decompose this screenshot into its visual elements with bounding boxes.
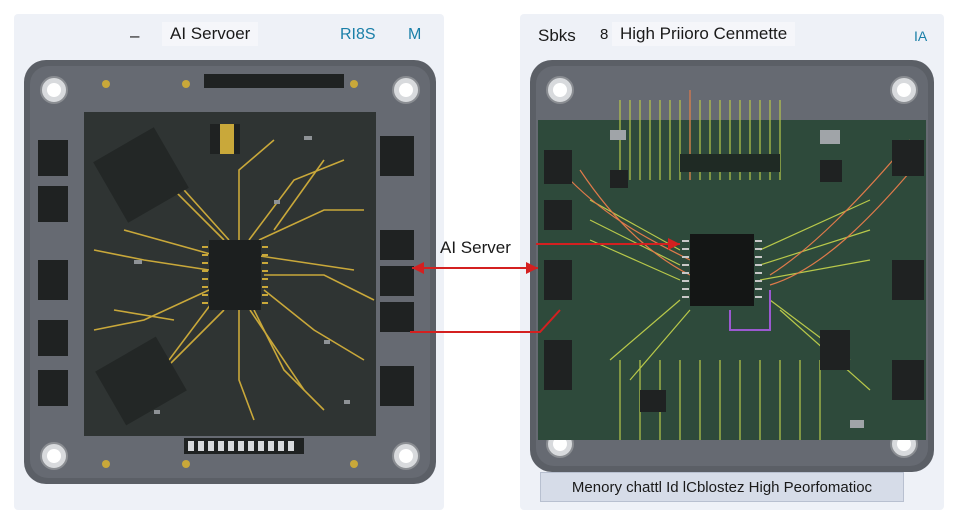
caption-text: Menory chattl Id lCblostez High Peorfoma… — [571, 478, 873, 496]
right-side-label: Sbks — [538, 26, 576, 45]
right-marker: 8 — [600, 26, 609, 43]
left-code: RI8S — [340, 26, 376, 43]
center-label: AI Server — [440, 238, 511, 257]
left-dash: – — [130, 26, 140, 45]
left-title: AI Servoer — [162, 22, 259, 46]
left-circuit-board — [24, 60, 440, 488]
left-corner-mark: M — [408, 26, 422, 43]
left-panel: – AI Servoer RI8S M — [14, 14, 444, 510]
right-circuit-board — [530, 60, 940, 480]
right-corner-mark: IA — [914, 28, 928, 44]
lower-connector — [410, 309, 561, 333]
right-panel: Sbks 8 High Priioro Cenmette IA — [520, 14, 944, 510]
right-title: High Priioro Cenmette — [612, 22, 796, 46]
caption-bar: Menory chattl Id lCblostez High Peorfoma… — [540, 472, 904, 502]
